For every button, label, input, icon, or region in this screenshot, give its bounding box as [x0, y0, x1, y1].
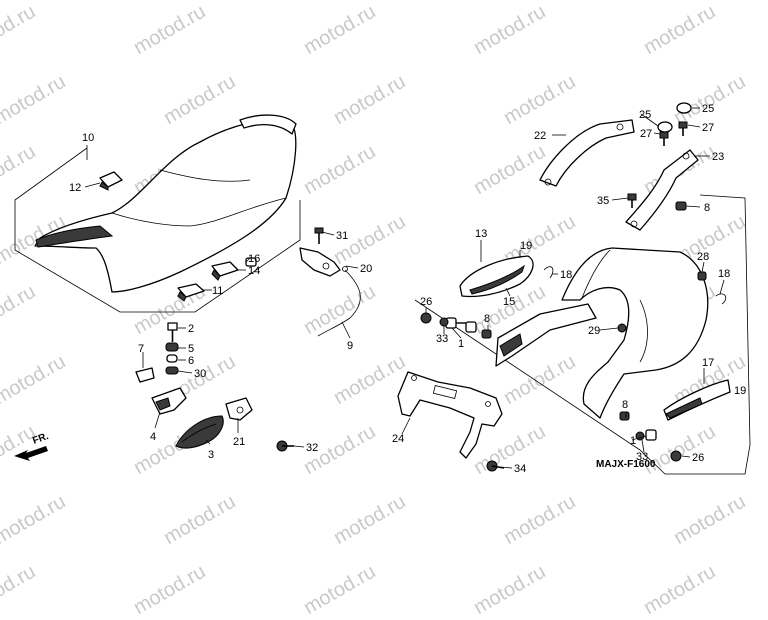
callout-18-right: 18	[718, 268, 730, 280]
callout-labels: 10 12 16 14 11 31 20 9 2 5 6 7 30 4 3 21…	[69, 103, 746, 475]
callout-3: 3	[208, 449, 214, 461]
bolt-35	[627, 193, 637, 208]
bolt-32	[276, 440, 294, 452]
callout-22: 22	[534, 130, 546, 142]
callout-6: 6	[188, 355, 194, 367]
nut-8-top	[675, 201, 687, 211]
rear-bracket	[397, 371, 503, 459]
callout-2: 2	[188, 323, 194, 335]
helmet-holder-cover	[175, 415, 224, 449]
spring-5	[165, 342, 179, 352]
lock-bolt	[314, 227, 324, 244]
clip-18-right	[715, 293, 727, 305]
collar-6	[166, 354, 178, 363]
bolt-34	[486, 460, 505, 472]
callout-8-right: 8	[622, 399, 628, 411]
tail-lens-13	[459, 255, 534, 298]
grommet-28	[697, 271, 707, 281]
seat-assembly-frame	[14, 147, 301, 313]
callout-12: 12	[69, 182, 81, 194]
callout-34: 34	[514, 463, 526, 475]
side-cover-17	[663, 379, 731, 421]
callout-8-top: 8	[704, 202, 710, 214]
callout-10: 10	[82, 132, 94, 144]
leader-lines	[84, 107, 725, 469]
helmet-holder-bracket	[151, 387, 187, 415]
seat-lock-cable	[317, 266, 361, 337]
callout-5: 5	[188, 343, 194, 355]
callout-33-right: 33	[636, 451, 648, 463]
collar-1-right	[645, 429, 657, 441]
seat	[34, 114, 297, 293]
callout-20: 20	[360, 263, 372, 275]
callout-19-top: 19	[520, 240, 532, 252]
grab-rail-right	[625, 149, 699, 231]
callout-25-right: 25	[702, 103, 714, 115]
seat-lock	[299, 247, 341, 277]
bush-8-left	[465, 321, 477, 333]
callout-17: 17	[702, 357, 714, 369]
callout-32: 32	[306, 442, 318, 454]
callout-31: 31	[336, 230, 348, 242]
seat-bracket-rear	[177, 283, 205, 302]
seat-hook	[99, 171, 123, 191]
callout-23: 23	[712, 151, 724, 163]
callout-9: 9	[347, 340, 353, 352]
nut-29	[617, 323, 627, 333]
bolt-33-left	[439, 317, 449, 327]
callout-18-left: 18	[560, 269, 572, 281]
helmet-holder-lock	[225, 397, 253, 421]
callout-25-left: 25	[639, 109, 651, 121]
clip-7	[135, 367, 155, 383]
callout-1-right: 1	[630, 435, 636, 447]
callout-35: 35	[597, 195, 609, 207]
callout-15: 15	[503, 296, 515, 308]
callout-19-right: 19	[734, 385, 746, 397]
front-direction-arrow: FR.	[14, 431, 50, 461]
callout-1-left: 1	[458, 338, 464, 350]
callout-4: 4	[150, 431, 156, 443]
parts-diagram: FR. 10 12 16 14 11 31 20 9 2 5 6 7 30 4 …	[14, 102, 751, 475]
callout-30: 30	[194, 368, 206, 380]
callout-27-right: 27	[702, 122, 714, 134]
callout-13: 13	[475, 228, 487, 240]
screw-26-right	[670, 450, 682, 462]
callout-14: 14	[248, 265, 260, 277]
callout-24: 24	[392, 433, 404, 445]
seat-bracket-front	[211, 261, 239, 281]
rear-cowl	[561, 247, 709, 419]
callout-26-left: 26	[420, 296, 432, 308]
callout-29: 29	[588, 325, 600, 337]
diagram-code: MAJX-F1600	[596, 459, 656, 470]
bolt-2	[167, 322, 178, 342]
callout-27-left: 27	[640, 128, 652, 140]
callout-21: 21	[233, 436, 245, 448]
rear-cowl-inner-bracket	[495, 303, 597, 367]
callout-26-right: 26	[692, 452, 704, 464]
screw-26-left	[420, 312, 432, 324]
callout-33-left: 33	[436, 333, 448, 345]
nut-30	[165, 366, 179, 375]
front-label: FR.	[31, 431, 50, 447]
bolt-27	[659, 121, 688, 146]
rear-cowl-assembly-frame	[414, 194, 751, 475]
cap-25	[657, 102, 692, 133]
grab-rail-left	[539, 119, 635, 187]
clip-18-left	[543, 266, 554, 279]
nut-8-right	[619, 411, 630, 421]
callout-11: 11	[212, 285, 223, 297]
callout-8-left: 8	[484, 313, 490, 325]
collar-1-left	[445, 317, 466, 329]
callout-28: 28	[697, 251, 709, 263]
nut-8-left	[481, 329, 492, 339]
callout-16: 16	[248, 253, 260, 265]
callout-7: 7	[138, 343, 144, 355]
